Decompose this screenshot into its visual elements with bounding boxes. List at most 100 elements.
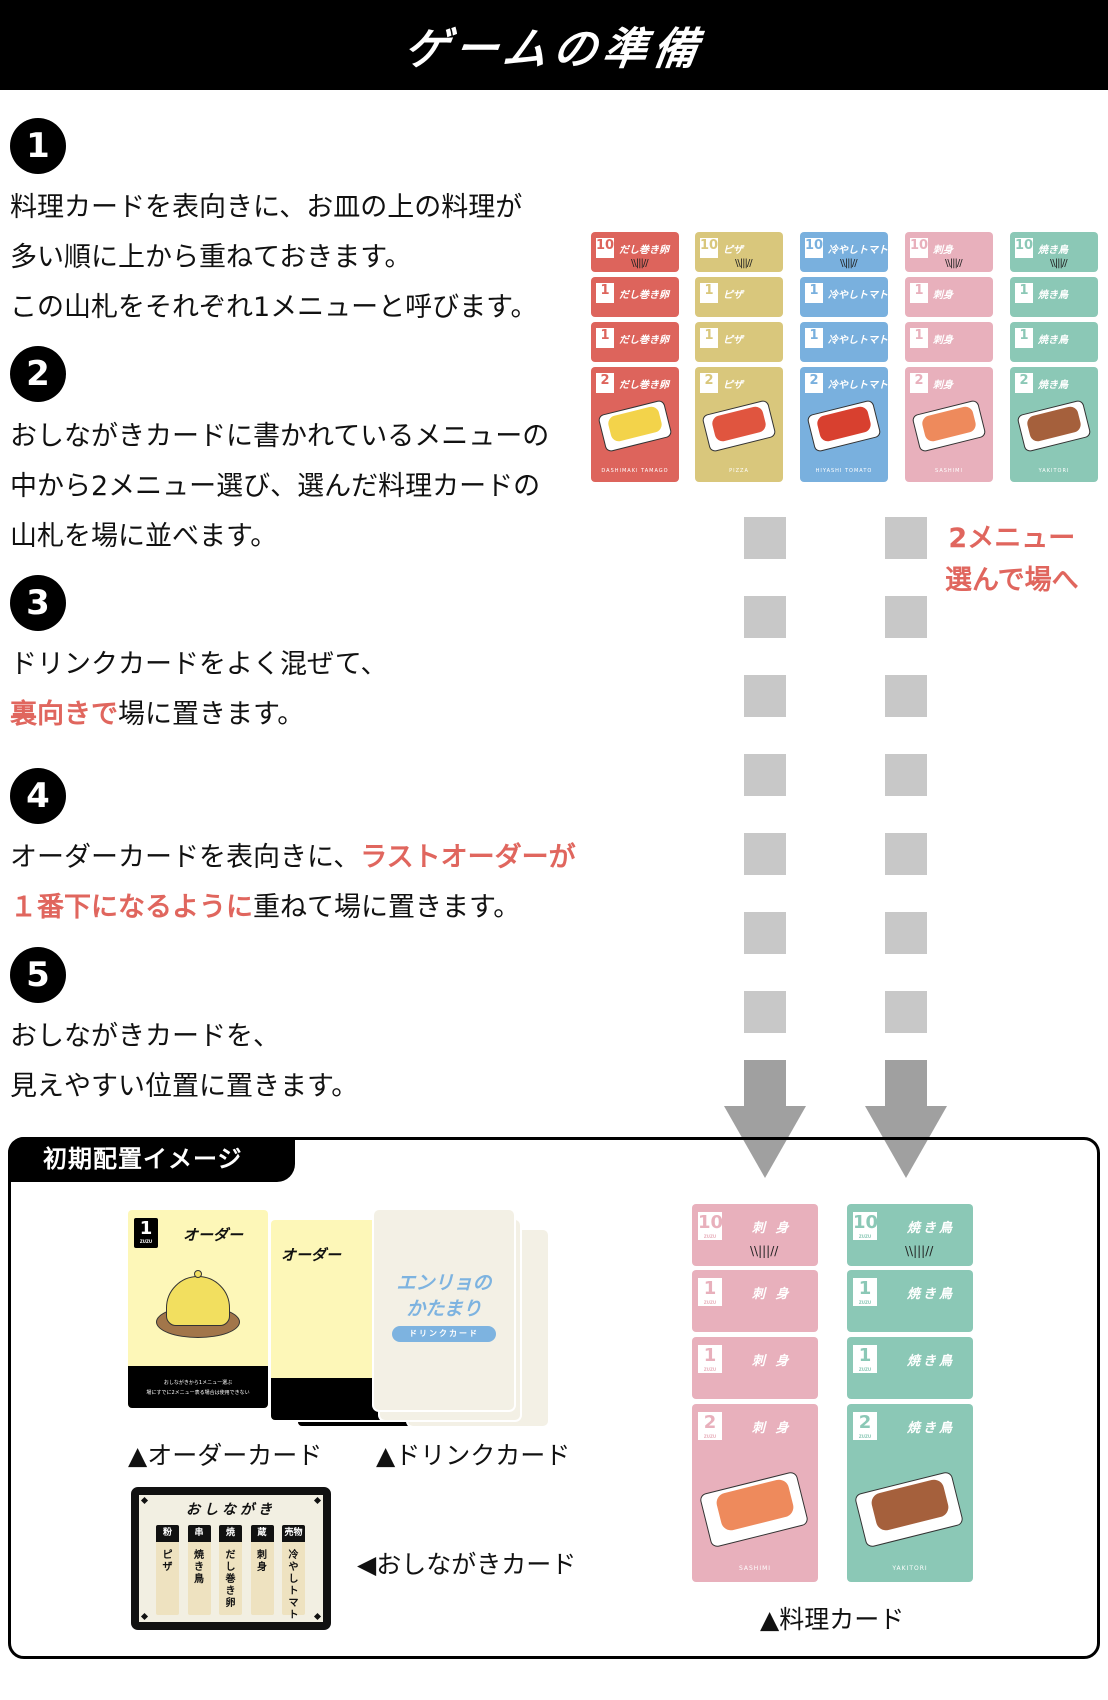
dish-card-caption: ▲料理カード [760,1605,905,1634]
zuu-label: ZUZU [703,1234,717,1239]
dish-card-name: 焼き鳥 [907,1287,956,1302]
count-value: 1 [703,1345,717,1366]
step-4-highlight: ラストオーダーが [360,842,576,873]
menu-tag-category: 粉 [156,1525,179,1542]
dish-card-romaji: DASHIMAKI TAMAGO [601,468,669,474]
arrow-shaft [885,1060,927,1108]
burst-icon: \\|||// [735,258,753,269]
dish-card-romaji: SASHIMI [738,1565,772,1572]
menu-tag-item: 焼き鳥 [194,1550,204,1585]
zuu-label: ZUZU [858,1300,872,1305]
order-card-title: オーダー [183,1226,244,1244]
zuu-label: ZUZU [139,1239,153,1244]
dish-card-count: 1 [1015,328,1033,348]
menu-tag: 売物冷やしトマト [282,1525,305,1621]
dish-card-name: 焼き鳥 [907,1421,956,1436]
step-1-text: 料理カードを表向きに、お皿の上の料理が 多い順に上から重ねておきます。 この山札… [10,183,537,333]
dash-segment [885,912,927,954]
menu-tag-item: ピザ [162,1550,173,1573]
dish-card-name: 刺身 [933,335,953,346]
dish-card-name: ピザ [723,335,743,346]
callout-line: 選んで場へ [945,565,1079,596]
step-4-rest: 重ねて場に置きます。 [253,892,521,923]
step-1-line: 料理カードを表向きに、お皿の上の料理が [10,192,523,223]
dish-card-count: 1 [596,283,614,303]
zuu-label: ZUZU [703,1367,717,1372]
step-5-number: 5 [10,947,66,1003]
dash-segment [885,596,927,638]
page-header: ゲームの準備 [0,0,1108,90]
select-two-menus-callout: 2メニュー 選んで場へ [945,518,1079,602]
dash-segment [744,912,786,954]
dash-segment [744,596,786,638]
step-5-line: 見えやすい位置に置きます。 [10,1071,359,1102]
burst-icon: \\|||// [945,258,963,269]
zuu-label: ZUZU [858,1367,872,1372]
corner-dot [140,1612,149,1621]
dash-segment [744,833,786,875]
dish-card-name: 焼き鳥 [1038,245,1068,256]
bell-icon [156,1270,240,1340]
zuu-label: ZUZU [703,1434,717,1439]
arrow-down-icon [724,1106,806,1178]
dish-card-name: 冷やしトマト [828,290,888,301]
drink-card-badge: ドリンクカード [392,1326,496,1342]
dish-card-name: 焼き鳥 [1038,380,1068,391]
menu-tag-item: だし巻き卵 [225,1550,236,1609]
menu-tag-item: 冷やしトマト [288,1550,299,1621]
dish-card-count: 1 [805,283,823,303]
step-4-highlight: １番下になるように [10,892,253,923]
step-4-line: オーダーカードを表向きに、ラストオーダーが [10,833,576,883]
dish-card-count: 10 [700,238,718,258]
step-1-number: 1 [10,118,66,174]
dash-segment [744,754,786,796]
initial-layout-panel [8,1137,1100,1659]
dish-card-count: 1 [1015,283,1033,303]
order-card-rule-2: 場にすでに2メニュー表る場合は使用できない [146,1390,250,1396]
dish-card-name: 刺身 [933,290,953,301]
dish-card-romaji: HIYASHI TOMATO [815,468,873,474]
step-5-line: おしながきカードを、 [10,1021,280,1052]
count-value: 2 [858,1412,872,1433]
dish-card-count: 1 [910,283,928,303]
arrow-down-icon [865,1106,947,1178]
dish-card-name: だし巻き卵 [619,380,669,391]
oshinagaki-caption: ◀おしながきカード [357,1550,577,1579]
menu-tag-category: 串 [187,1525,211,1542]
dish-card-name: 焼き鳥 [1038,335,1068,346]
menu-tag-category: 焼 [219,1525,242,1542]
dish-card-count: 2 [1015,373,1033,393]
dish-card-count: 2 [596,373,614,393]
dash-segment [885,833,927,875]
step-3-number: 3 [10,575,66,631]
order-card-caption: ▲オーダーカード [128,1441,323,1470]
dish-card-romaji: YAKITORI [1038,468,1070,474]
menu-tag: 蔵刺身 [250,1525,274,1615]
burst-icon: \\|||// [750,1244,779,1258]
dish-card-count: 2 [805,373,823,393]
order-card-title: オーダー [281,1246,342,1264]
burst-icon: \\|||// [905,1244,934,1258]
step-3-line: ドリンクカードをよく混ぜて、 [10,649,388,680]
menu-tag: 粉ピザ [156,1525,179,1615]
step-2-line: 中から2メニュー選び、選んだ料理カードの [10,471,541,502]
dish-card-romaji: PIZZA [729,468,749,474]
dish-card: 2 だし巻き卵 DASHIMAKI TAMAGO [591,367,679,482]
dish-card-romaji: YAKITORI [892,1565,928,1572]
zuu-label: ZUZU [703,1300,717,1305]
panel-title: 初期配置イメージ [8,1137,295,1182]
dish-card-count: 2 [910,373,928,393]
